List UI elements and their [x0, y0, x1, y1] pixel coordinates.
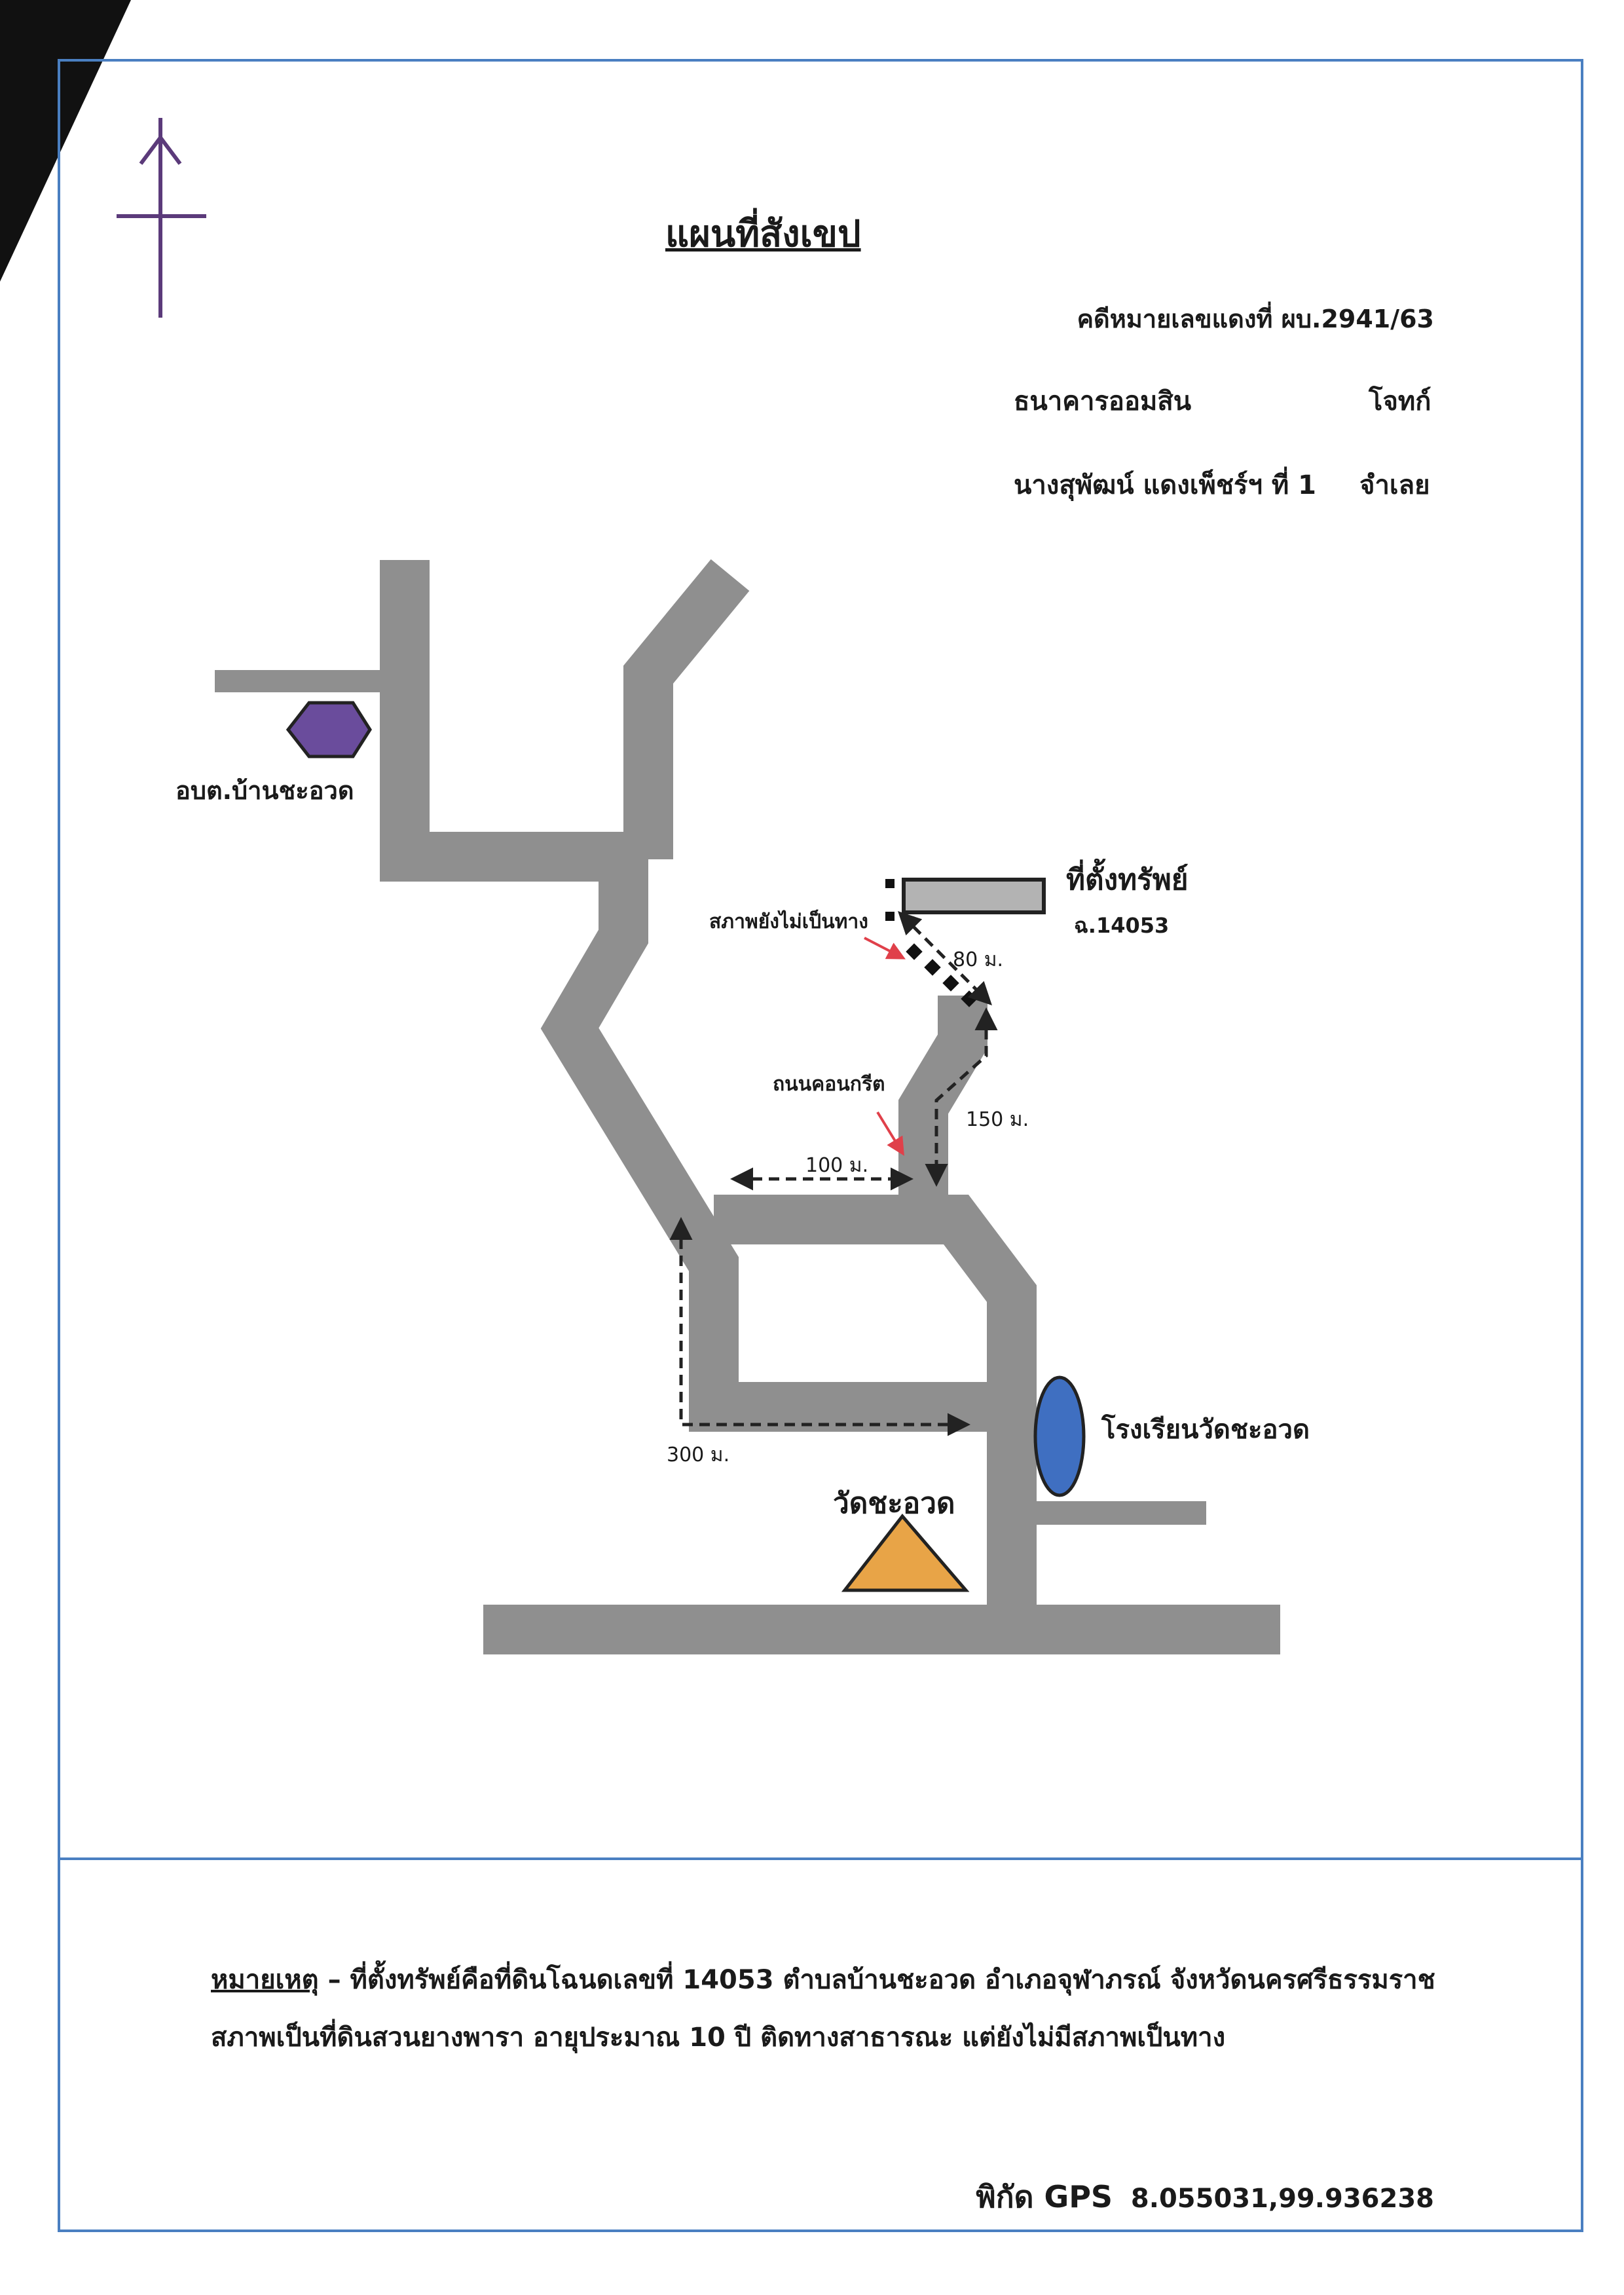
gps-label: พิกัด GPS [976, 2179, 1113, 2214]
triangle-icon [841, 1514, 970, 1592]
label-school: โรงเรียนวัดชะอวด [1101, 1415, 1310, 1445]
label-property: ที่ตั้งทรัพย์ [1066, 863, 1189, 897]
case-number: คดีหมายเลขแดงที่ ผบ.2941/63 [1077, 305, 1434, 333]
distance-label-300: 300 ม. [667, 1444, 730, 1466]
note-line-1: หมายเหตุ – ที่ตั้งทรัพย์คือที่ดินโฉนดเลข… [211, 1958, 1435, 2000]
plaintiff-role: โจทก์ [1369, 386, 1431, 417]
label-sao: อบต.บ้านชะอวด [175, 776, 354, 805]
road-loop [714, 1195, 1037, 1407]
distance-label-150: 150 ม. [966, 1108, 1029, 1131]
road-concrete [898, 996, 987, 1220]
map-frame [58, 59, 1583, 2232]
plaintiff-name: ธนาคารออมสิน [1014, 386, 1192, 417]
property-corner-marker [885, 912, 895, 921]
label-deed: ฉ.14053 [1074, 913, 1170, 938]
road-network [215, 559, 1280, 1654]
road-north-branch [623, 559, 750, 859]
label-concrete-road: ถนนคอนกรีต [773, 1073, 885, 1096]
defendant-name: นางสุพัฒน์ แดงเพ็ชร์ฯ ที่ 1 [1014, 470, 1316, 500]
pointer-arrow [864, 937, 906, 960]
note-line-2: สภาพเป็นที่ดินสวนยางพารา อายุประมาณ 10 ป… [211, 2023, 1226, 2053]
gps-value: 8.055031,99.936238 [1130, 2184, 1434, 2214]
page-title: แผนที่สังเขป [665, 213, 861, 255]
distance-label-100: 100 ม. [805, 1154, 869, 1177]
label-temple: วัดชะอวด [833, 1487, 955, 1520]
distance-arrows [669, 911, 998, 1436]
note-text-1: – ที่ตั้งทรัพย์คือที่ดินโฉนดเลขที่ 14053… [327, 1965, 1435, 1995]
ellipse-icon [1033, 1375, 1086, 1497]
rectangle-icon [902, 878, 1046, 914]
folded-corner [0, 0, 131, 282]
defendant-role: จำเลย [1359, 470, 1430, 500]
distance-label-80: 80 ม. [953, 948, 1004, 971]
note-heading: หมายเหตุ [211, 1965, 319, 1995]
note-divider [58, 1857, 1583, 1860]
north-arrow-icon [117, 118, 206, 318]
property-corner-marker [885, 879, 895, 888]
label-no-access: สภาพยังไม่เป็นทาง [709, 910, 868, 933]
hexagon-icon [286, 701, 372, 758]
pointer-arrow [876, 1111, 904, 1156]
gps-coordinates: พิกัด GPS 8.055031,99.936238 [976, 2173, 1434, 2221]
